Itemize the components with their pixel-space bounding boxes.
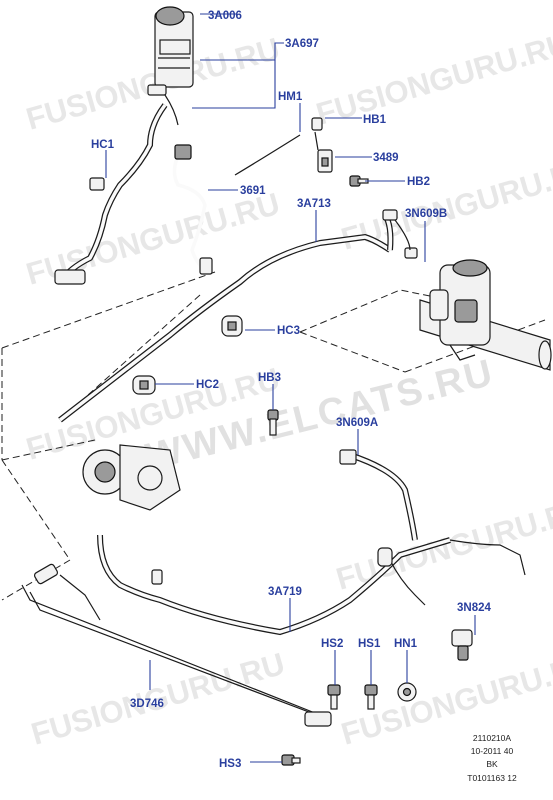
fastener-hs1 (364, 684, 378, 710)
label-3A713: 3A713 (297, 198, 331, 210)
label-3N824: 3N824 (457, 602, 491, 614)
bracket-rod (234, 134, 301, 176)
bolt-hb2 (349, 175, 369, 187)
fastener-hs2 (327, 684, 341, 710)
leader-lines (105, 13, 476, 763)
fastener-hs3 (281, 754, 301, 766)
watermark-site: FUSIONGURU.RU (312, 26, 553, 132)
label-HC3: HC3 (277, 325, 300, 337)
label-3A719: 3A719 (268, 586, 302, 598)
clip-hc3 (221, 315, 243, 337)
label-HS1: HS1 (358, 638, 381, 650)
steering-rack (419, 259, 552, 371)
part-labels: 3A006 3A697 HM1 HB1 HC1 3489 3691 HB2 3A… (91, 10, 491, 770)
ref-line-4: T0101163 12 (467, 773, 517, 783)
label-HS3: HS3 (219, 758, 241, 770)
label-HN1: HN1 (394, 638, 418, 650)
label-3A006: 3A006 (208, 10, 242, 22)
label-HB1: HB1 (363, 114, 387, 126)
label-HM1: HM1 (278, 91, 303, 103)
ref-line-2: 10-2011 40 (471, 746, 514, 756)
label-HS2: HS2 (321, 638, 343, 650)
cooler-tube-3D746 (21, 563, 332, 727)
power-steering-pump (82, 444, 181, 511)
pressure-line-3A713 (58, 209, 418, 423)
label-HC2: HC2 (196, 379, 219, 391)
bracket-3489 (311, 117, 333, 173)
label-3489: 3489 (373, 152, 399, 164)
reservoir-feed-line (54, 103, 168, 285)
clip-hc2 (132, 375, 156, 395)
bolt-hb3 (267, 409, 279, 436)
label-3N609A: 3N609A (336, 417, 378, 429)
return-line-3A719 (97, 449, 526, 636)
nut-hn1 (397, 682, 417, 702)
label-3691: 3691 (240, 185, 266, 197)
ref-line-1: 2110210A (473, 733, 511, 743)
label-HB2: HB2 (407, 176, 430, 188)
ref-line-3: BK (486, 759, 498, 769)
label-3D746: 3D746 (130, 698, 164, 710)
fitting-3N824 (451, 629, 473, 661)
label-3A697: 3A697 (285, 38, 319, 50)
return-hose-3691 (172, 144, 213, 275)
label-HC1: HC1 (91, 139, 115, 151)
reference-block: 2110210A 10-2011 40 BK T0101163 12 (467, 733, 517, 783)
label-HB3: HB3 (258, 372, 281, 384)
label-3N609B: 3N609B (405, 208, 447, 220)
fluid-reservoir (147, 6, 194, 126)
